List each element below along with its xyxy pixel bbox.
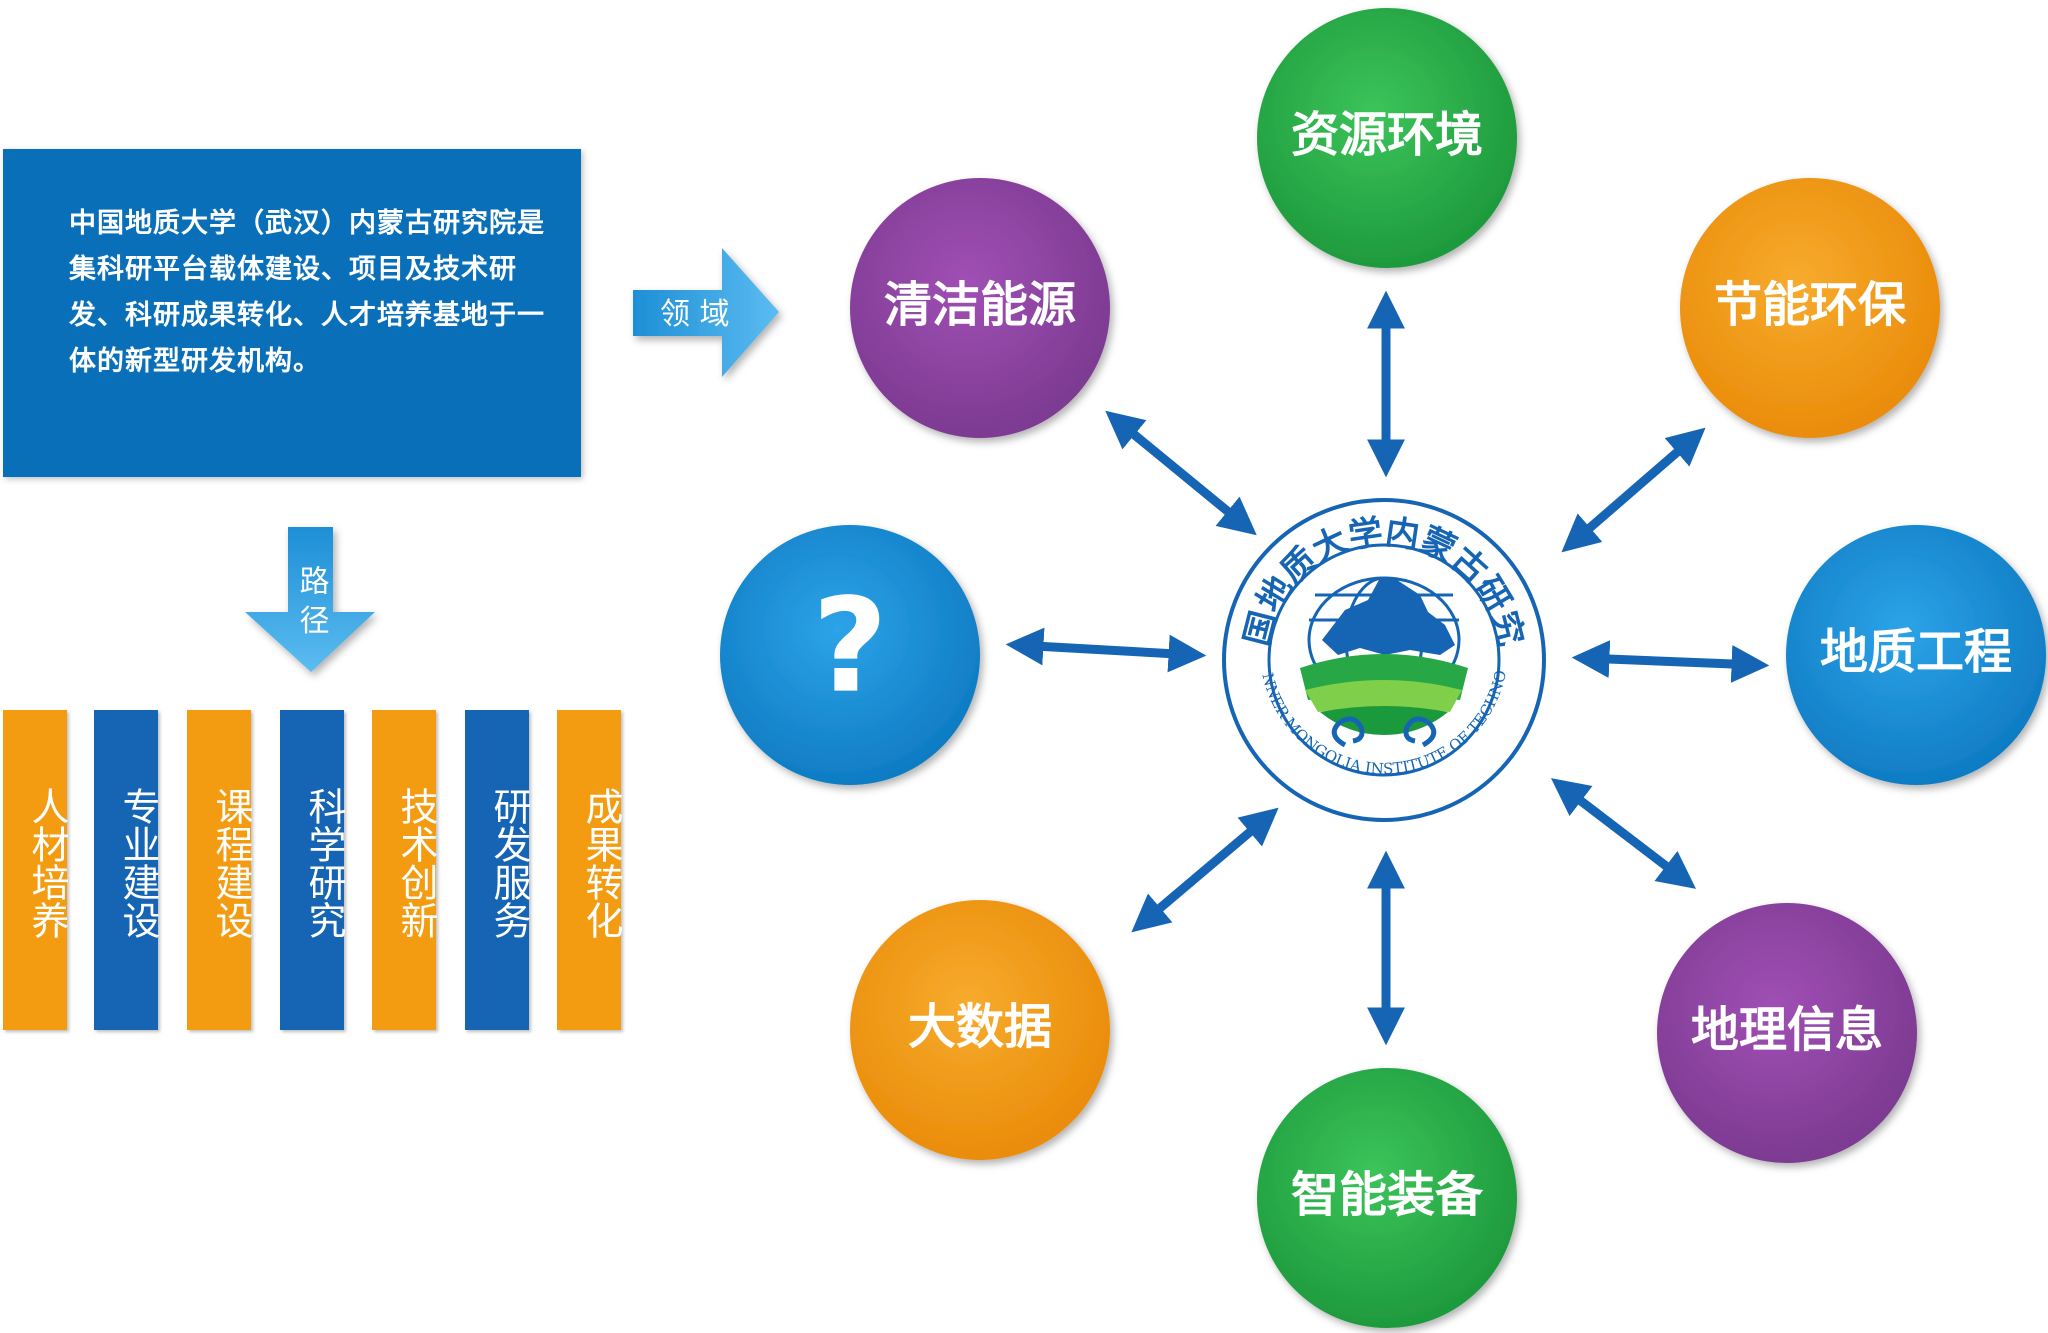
connector-arrow-geo-info (1550, 778, 1697, 889)
path-column-research: 科学研究 (280, 710, 346, 1030)
path-column-rd-service: 研发服务 (465, 710, 531, 1030)
svg-text:智能装备: 智能装备 (1291, 1167, 1484, 1223)
domain-circle-geo-info: 地理信息 (1657, 903, 1917, 1163)
domain-pointer-arrow: 领 域 (633, 248, 779, 377)
path-column-course: 课程建设 (187, 710, 253, 1030)
connector-arrow-energy-saving (1561, 427, 1706, 553)
domain-circle-big-data: 大数据 (850, 900, 1110, 1160)
intro-text: 中国地质大学（武汉）内蒙古研究院是集科研平台载体建设、项目及技术研发、科研成果转… (69, 208, 545, 377)
connector-arrow-big-data (1131, 807, 1279, 933)
path-pointer-arrow: 路 径 (245, 527, 375, 672)
intro-box: 中国地质大学（武汉）内蒙古研究院是集科研平台载体建设、项目及技术研发、科研成果转… (3, 149, 581, 477)
connector-arrow-clean-energy (1105, 410, 1257, 536)
path-column-major: 专业建设 (94, 710, 160, 1030)
domain-circle-resource: 资源环境 (1257, 8, 1517, 268)
path-column-transfer: 成果转化 (557, 710, 623, 1030)
connector-arrows (1005, 290, 1770, 1046)
path-column-innovation: 技术创新 (372, 710, 438, 1030)
domain-circle-smart-equipment: 智能装备 (1257, 1068, 1517, 1328)
domain-circle-energy-saving: 节能环保 (1680, 178, 1940, 438)
path-column-talent: 人材培养 (3, 710, 69, 1030)
svg-text:地质工程: 地质工程 (1820, 624, 2012, 680)
path-pointer-label: 路 径 (294, 565, 329, 635)
svg-text:地理信息: 地理信息 (1691, 1002, 1883, 1058)
cloud-pattern-icon (1331, 716, 1437, 748)
svg-text:资源环境: 资源环境 (1291, 107, 1483, 163)
connector-arrow-geo-engineering (1571, 640, 1770, 683)
domain-circle-unknown: ? (720, 525, 980, 785)
svg-text:大数据: 大数据 (908, 999, 1052, 1055)
domain-pointer-label: 领 域 (660, 297, 730, 332)
grassland-icon (1300, 654, 1468, 735)
svg-text:清洁能源: 清洁能源 (884, 277, 1076, 333)
domain-circle-geo-engineering: 地质工程 (1786, 525, 2046, 785)
svg-text:节能环保: 节能环保 (1714, 277, 1907, 333)
domain-circle-clean-energy: 清洁能源 (850, 178, 1110, 438)
question-mark-icon: ? (812, 570, 887, 722)
connector-arrow-unknown (1005, 627, 1207, 673)
